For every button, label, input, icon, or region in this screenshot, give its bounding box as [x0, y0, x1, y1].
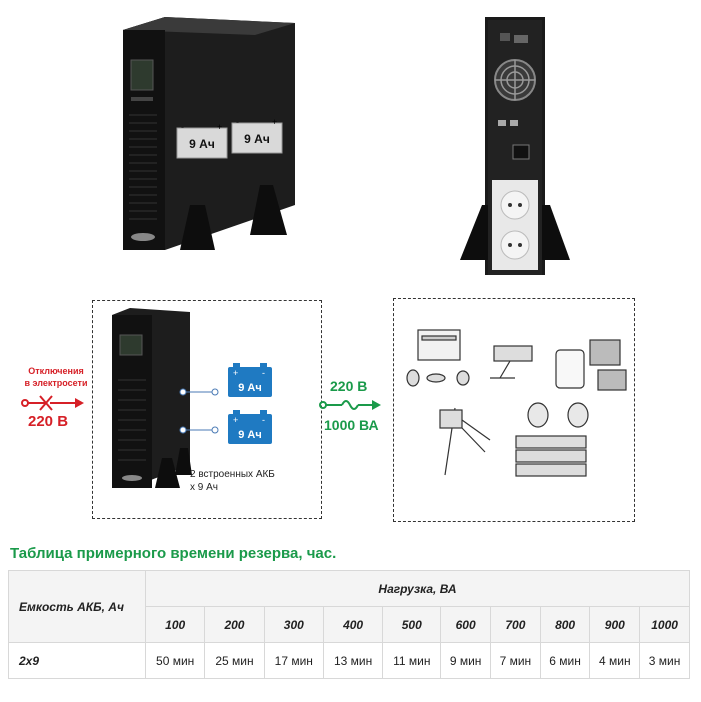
load-devices-illustration [406, 329, 627, 477]
load-col-header: 100 [144, 606, 206, 643]
front-battery-label-1: 9 Ач [189, 137, 215, 151]
time-cell: 9 мин [440, 642, 491, 679]
svg-text:+: + [217, 122, 222, 132]
load-col-header: 700 [490, 606, 541, 643]
battery-caption: 2 встроенных АКБ х 9 Ач [190, 468, 275, 494]
load-col-header: 900 [589, 606, 641, 643]
load-col-header: 500 [382, 606, 442, 643]
svg-text:+: + [272, 117, 277, 127]
battery-2-label: 9 Ач [238, 429, 262, 441]
load-col-header: 1000 [639, 606, 690, 643]
input-voltage: 220 В [28, 413, 69, 430]
svg-text:+: + [233, 368, 238, 378]
battery-caption-line2: х 9 Ач [190, 482, 218, 493]
ups-front-photo: - + - + 9 Ач 9 Ач [65, 5, 330, 275]
battery-caption-line1: 2 встроенных АКБ [190, 469, 275, 480]
capacity-cell: 2х9 [8, 642, 146, 679]
load-col-header: 400 [322, 606, 384, 643]
battery-icon: + - [228, 363, 272, 397]
load-col-header: 300 [263, 606, 324, 643]
time-cell: 11 мин [382, 642, 442, 679]
outage-label-line1: Отключения [28, 366, 84, 376]
battery-1-label: 9 Ач [238, 382, 262, 394]
load-header: Нагрузка, ВА [145, 570, 690, 607]
time-cell: 3 мин [639, 642, 690, 679]
load-col-header: 800 [539, 606, 591, 643]
load-col-header: 200 [204, 606, 265, 643]
ups-diagram-frame [92, 300, 322, 519]
ups-diagram-icon [112, 308, 192, 488]
front-battery-label-2: 9 Ач [244, 132, 270, 146]
time-cell: 4 мин [589, 642, 641, 679]
time-cell: 50 мин [144, 642, 206, 679]
broken-mains-icon [21, 395, 84, 411]
output-voltage: 220 В [330, 378, 368, 394]
svg-text:-: - [181, 122, 184, 132]
table-row: 2х9 50 мин 25 мин 17 мин 13 мин 11 мин 9… [8, 642, 690, 679]
outage-label: Отключения в электросети [10, 365, 102, 389]
time-cell: 6 мин [539, 642, 591, 679]
time-cell: 25 мин [204, 642, 265, 679]
capacity-header: Емкость АКБ, Ач [8, 570, 146, 643]
diagram-graphics: + - + - [21, 308, 627, 488]
output-arrow-icon [319, 400, 381, 410]
section-title: Таблица примерного времени резерва, час. [10, 545, 337, 562]
battery-icon: + - [228, 410, 272, 444]
output-power: 1000 ВА [324, 417, 379, 433]
time-cell: 17 мин [263, 642, 324, 679]
svg-text:-: - [262, 368, 265, 378]
svg-text:-: - [262, 415, 265, 425]
time-cell: 13 мин [322, 642, 384, 679]
ups-rear-photo [370, 5, 635, 279]
svg-text:-: - [236, 117, 239, 127]
load-col-header: 600 [440, 606, 491, 643]
load-devices-frame [393, 298, 635, 522]
outage-label-line2: в электросети [24, 378, 88, 388]
backup-time-table: Емкость АКБ, Ач Нагрузка, ВА 100 200 300… [8, 570, 690, 679]
time-cell: 7 мин [490, 642, 541, 679]
svg-text:+: + [233, 415, 238, 425]
